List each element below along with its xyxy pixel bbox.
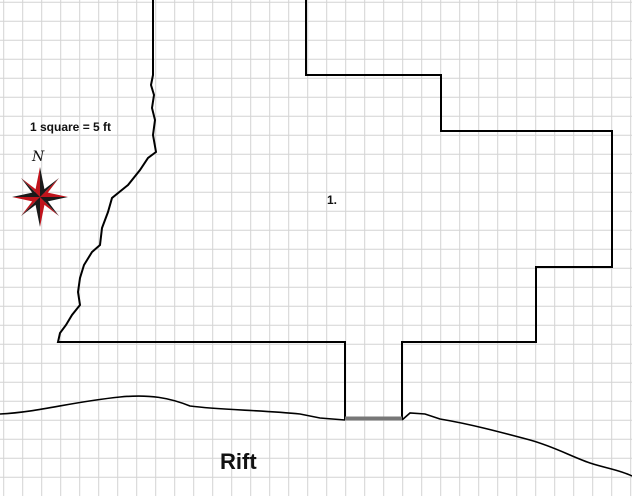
room-wall-outline — [56, 0, 613, 420]
rift-edge — [0, 395, 632, 477]
region-label: Rift — [220, 449, 257, 474]
scale-label: 1 square = 5 ft — [30, 120, 112, 134]
door-hatched — [345, 416, 402, 421]
compass-rose-icon — [12, 167, 68, 227]
compass-north-label: N — [32, 149, 45, 165]
room-number-label: 1. — [327, 193, 338, 207]
